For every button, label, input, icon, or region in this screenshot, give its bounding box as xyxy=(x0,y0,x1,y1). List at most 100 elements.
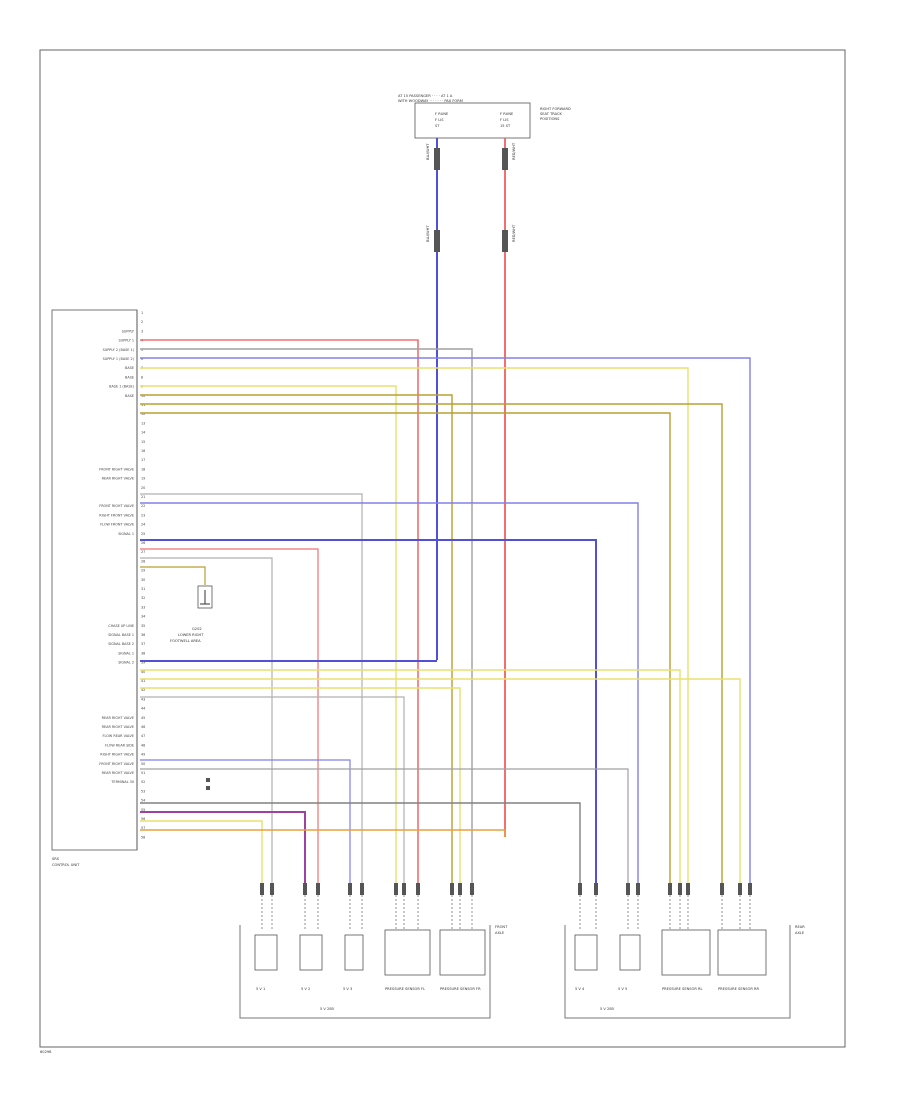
top-wire-label-rb: RED/WHT xyxy=(512,224,516,242)
connector-stub-layer xyxy=(260,883,752,930)
pin-label: REAR RIGHT VALVE xyxy=(102,477,134,481)
wire-pin9-olive xyxy=(140,403,723,890)
wire-pin18-gray xyxy=(140,493,363,890)
wire-pin46-gray xyxy=(140,768,629,890)
front-valve-3 xyxy=(344,934,364,971)
pin-number: 12 xyxy=(141,412,145,416)
pin-label: SUPPLY xyxy=(122,329,135,333)
pin-number: 32 xyxy=(141,596,145,600)
top-connector-label-1: AT 15 PASSENGER · · · · AT 1 A xyxy=(398,94,453,98)
pin-label: SIGNAL 1 xyxy=(118,532,134,536)
front-axle-group: 5 V 2B5 FRONT AXLE 5 V 1 5 V 2 5 V 3 PRE… xyxy=(239,925,508,1019)
pin-label: SIGNAL BASE 1 xyxy=(108,633,134,637)
pin-number: 55 xyxy=(141,808,145,812)
wire-pin25-ground xyxy=(140,566,206,585)
pin-number: 21 xyxy=(141,495,145,499)
connector-stub xyxy=(458,883,462,895)
wire-pin7-yellow xyxy=(140,385,397,890)
pressure-sensor-rl-label: PRESSURE SENSOR RL xyxy=(662,987,703,991)
wire-pin22-blue xyxy=(140,539,597,890)
control-unit-label-1: SRS xyxy=(52,857,60,861)
pin-label: REAR RIGHT VALVE xyxy=(102,716,134,720)
front-valve-2-label: 5 V 2 xyxy=(301,987,310,991)
pin-number: 39 xyxy=(141,661,145,665)
connector-stub xyxy=(402,883,406,895)
pin-number: 47 xyxy=(141,734,145,738)
connector-stub xyxy=(636,883,640,895)
connector-stub xyxy=(720,883,724,895)
pin-label: RIGHT RIGHT VALVE xyxy=(100,753,134,757)
pin-number: 22 xyxy=(141,504,145,508)
pin-number: 53 xyxy=(141,789,145,793)
splice-1 xyxy=(206,778,210,782)
pin-number-layer: 1234567891011121314151617181920212223242… xyxy=(141,311,145,839)
wire-pin37-yellow xyxy=(140,678,741,890)
pin-number: 35 xyxy=(141,624,145,628)
wire-layer xyxy=(140,339,751,890)
pin-number: 11 xyxy=(141,403,145,407)
pin-number: 14 xyxy=(141,431,145,435)
top-inner-left-1: F RUNE xyxy=(435,112,449,116)
connector-stub xyxy=(394,883,398,895)
pin-number: 48 xyxy=(141,743,145,747)
wire-pin50-gray xyxy=(140,802,581,890)
pin-number: 49 xyxy=(141,753,145,757)
pin-number: 40 xyxy=(141,670,145,674)
pin-number: 46 xyxy=(141,725,145,729)
connector-stub xyxy=(578,883,582,895)
top-inner-left-2: F LIS xyxy=(435,118,444,122)
wire-pin8-olive xyxy=(140,394,453,890)
ground-label-2: LOWER RIGHT xyxy=(178,633,204,637)
top-blue-connector-1 xyxy=(434,148,440,170)
pin-number: 41 xyxy=(141,679,145,683)
control-unit-body xyxy=(51,309,138,851)
pin-number: 37 xyxy=(141,642,145,646)
rear-valve-2 xyxy=(619,934,641,971)
front-valve-1-label: 5 V 1 xyxy=(256,987,265,991)
pin-number: 33 xyxy=(141,605,145,609)
pin-number: 17 xyxy=(141,458,145,462)
connector-stub xyxy=(678,883,682,895)
top-inner-right-3: 15 ST xyxy=(500,124,511,128)
connector-stub xyxy=(626,883,630,895)
pin-label: BASE xyxy=(125,375,134,379)
pin-number: 3 xyxy=(141,329,143,333)
top-connector-box xyxy=(414,102,531,139)
top-connector-side-2: SEAT TRACK xyxy=(540,112,563,116)
wire-pin24-gray xyxy=(140,557,273,890)
top-wire-label-rt: RED/WHT xyxy=(512,142,516,160)
front-valve-1 xyxy=(254,934,278,971)
pin-label: SUPPLY 1 xyxy=(119,339,134,343)
pin-number: 38 xyxy=(141,651,145,655)
pressure-sensor-fl-label: PRESSURE SENSOR FL xyxy=(385,987,425,991)
pressure-sensor-rr-label: PRESSURE SENSOR RR xyxy=(718,987,760,991)
top-inner-right-1: F RUNE xyxy=(500,112,514,116)
top-connector-label-2: WITH WOODWAY ·· · · · · · PAX FORM xyxy=(398,99,463,103)
ground-label-1: G202 xyxy=(192,627,202,631)
rear-valve-2-label: 5 V 5 xyxy=(618,987,627,991)
wire-pin52-yellow xyxy=(140,820,263,890)
pin-label: FLOW REAR VALVE xyxy=(103,734,134,738)
pin-number: 16 xyxy=(141,449,145,453)
pin-number: 20 xyxy=(141,486,145,490)
pin-number: 27 xyxy=(141,550,145,554)
control-unit-label-2: CONTROL UNIT xyxy=(52,863,80,867)
wire-pin6-yellow xyxy=(140,367,689,890)
connector-stub xyxy=(316,883,320,895)
diagram-id: 60298 xyxy=(40,1050,52,1054)
wire-pin51-violet xyxy=(140,811,306,890)
pin-number: 45 xyxy=(141,716,145,720)
pin-number: 29 xyxy=(141,569,145,573)
pin-number: 50 xyxy=(141,762,145,766)
pin-label: TERMINAL 30 xyxy=(110,780,134,784)
rear-valve-1 xyxy=(574,934,598,971)
top-wire-label-lt: BLU/WHT xyxy=(426,143,430,160)
wire-pin45-blue xyxy=(140,759,351,890)
top-inner-right-2: F LIS xyxy=(500,118,509,122)
pin-label: FLOW FRONT VALVE xyxy=(100,523,134,527)
pin-number: 30 xyxy=(141,578,145,582)
pin-number: 25 xyxy=(141,532,145,536)
